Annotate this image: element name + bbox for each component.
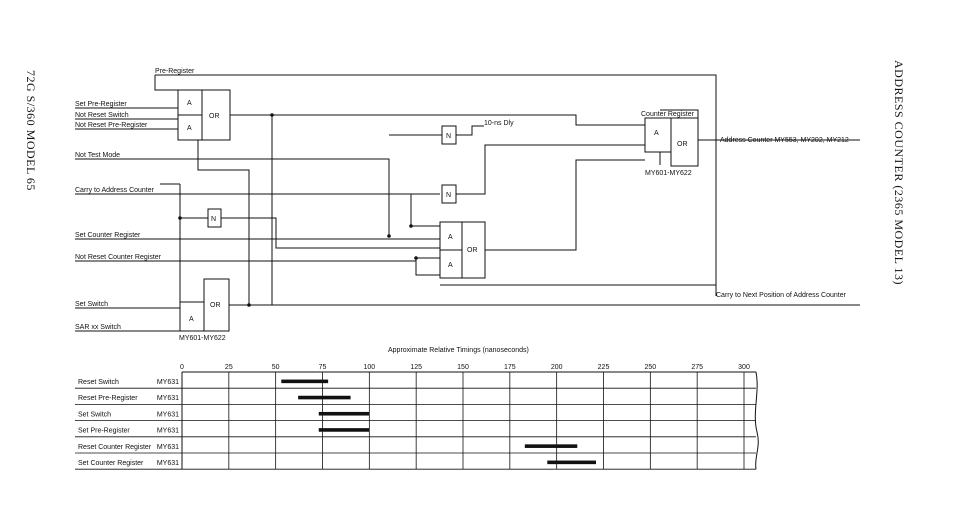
timing-tick-label: 175 <box>504 364 516 371</box>
label-set-pre-register: Set Pre-Register <box>75 101 127 108</box>
gate-or-label: OR <box>209 113 220 120</box>
label-not-reset-pre-register: Not Reset Pre-Register <box>75 122 148 129</box>
gate-or-label: OR <box>467 247 478 254</box>
timing-chart: 0 25 50 75 100 125 150 175 200 225 250 275 300Reset … <box>75 364 759 470</box>
timing-bar <box>298 395 351 400</box>
timing-tick-label: 275 <box>691 364 703 371</box>
timing-bar <box>281 379 329 384</box>
junction-dots <box>178 113 418 307</box>
timing-row-label: Set Switch <box>78 411 111 418</box>
timing-row-module: MY631 <box>157 444 179 451</box>
timing-break-edge <box>754 371 759 470</box>
counter-register-gate: A OR <box>644 117 699 167</box>
timing-tick-label: 300 <box>738 364 750 371</box>
label-delay: 10-ns Dly <box>484 120 514 127</box>
gate-and-label: A <box>187 100 192 107</box>
gate-and-label: A <box>448 234 453 241</box>
timing-tick-label: 225 <box>598 364 610 371</box>
timing-bar <box>318 428 370 432</box>
timing-row-label: Reset Pre-Register <box>78 395 138 402</box>
wiring <box>75 74 860 332</box>
timing-tick-label: 200 <box>551 364 563 371</box>
gate-and-label: A <box>189 316 194 323</box>
label-not-test-mode: Not Test Mode <box>75 152 120 159</box>
gate-or-label: OR <box>677 141 688 148</box>
timing-bar <box>524 444 578 448</box>
timing-row-label: Set Pre-Register <box>78 428 130 435</box>
inverter-delay: N <box>441 125 457 145</box>
gate-or-label: OR <box>210 302 221 309</box>
timing-tick-label: 100 <box>363 364 375 371</box>
label-not-reset-counter-register: Not Reset Counter Register <box>75 254 162 261</box>
timing-tick-label: 75 <box>319 364 327 371</box>
timing-row-module: MY631 <box>157 460 179 467</box>
gate-not-label: N <box>211 216 216 223</box>
inverter-carry: N <box>441 184 457 204</box>
timing-tick-label: 50 <box>272 364 280 371</box>
timing-row-module: MY631 <box>157 379 179 386</box>
pre-register-gate: A A OR <box>177 89 231 141</box>
label-sar-switch: SAR xx Switch <box>75 324 121 331</box>
counter-reset-gate: A A OR <box>439 221 486 279</box>
left-margin-caption: 72G S/360 MODEL 65 <box>24 70 38 191</box>
label-not-reset-switch: Not Reset Switch <box>75 112 129 119</box>
timing-row-label: Set Counter Register <box>78 460 144 467</box>
timing-tick-label: 0 <box>180 364 184 371</box>
timing-row-label: Reset Counter Register <box>78 444 152 451</box>
timing-tick-label: 25 <box>225 364 233 371</box>
gate-and-label: A <box>187 125 192 132</box>
label-set-switch: Set Switch <box>75 301 108 308</box>
timing-tick-label: 250 <box>644 364 656 371</box>
label-set-counter-register: Set Counter Register <box>75 232 141 239</box>
label-carry-next-position: Carry to Next Position of Address Counte… <box>716 292 847 299</box>
label-counter-register: Counter Register <box>641 111 695 118</box>
timing-tick-label: 125 <box>410 364 422 371</box>
label-carry-to-address-counter: Carry to Address Counter <box>75 187 155 194</box>
timing-row-module: MY631 <box>157 428 179 435</box>
timing-bar <box>318 411 370 416</box>
timing-row-module: MY631 <box>157 411 179 418</box>
right-margin-caption: ADDRESS COUNTER (2365 MODEL 13) <box>892 60 906 285</box>
timing-bar <box>547 460 597 465</box>
gate-and-label: A <box>654 130 659 137</box>
gate-not-label: N <box>446 192 451 199</box>
label-pre-register: Pre-Register <box>155 68 195 75</box>
timing-row-module: MY631 <box>157 395 179 402</box>
timing-title: Approximate Relative Timings (nanosecond… <box>388 347 529 354</box>
timing-tick-label: 150 <box>457 364 469 371</box>
gate-not-label: N <box>446 133 451 140</box>
inverter-left: N <box>207 208 222 228</box>
timing-row-label: Reset Switch <box>78 379 119 386</box>
set-switch-gate: A OR <box>179 278 230 332</box>
module-ref-counter: MY601-MY622 <box>645 170 692 177</box>
module-ref-set: MY601-MY622 <box>179 335 226 342</box>
gate-and-label: A <box>448 262 453 269</box>
